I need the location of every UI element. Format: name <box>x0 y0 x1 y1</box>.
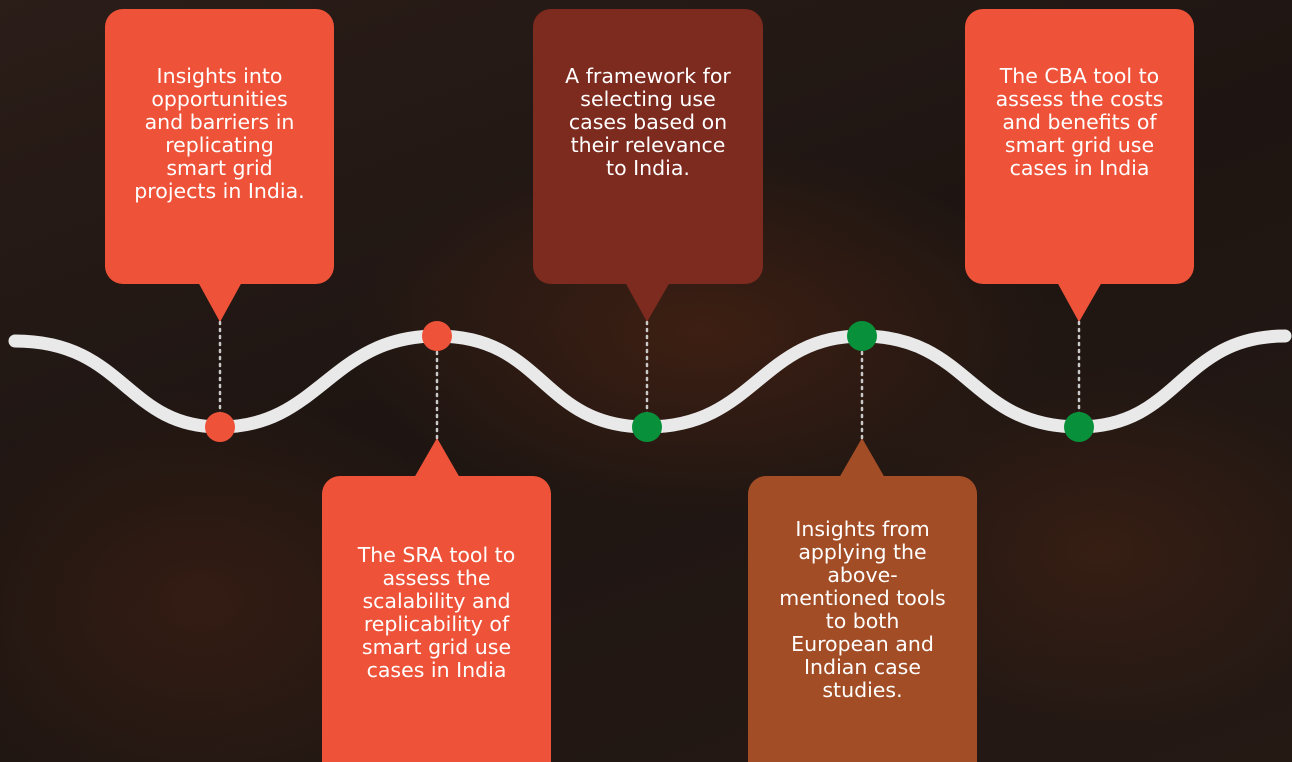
marker-1-dot <box>205 412 235 442</box>
callout-2: The SRA tool to assess the scalability a… <box>322 476 551 762</box>
callout-5-pointer <box>1057 282 1102 322</box>
callout-2-pointer <box>414 438 460 478</box>
callout-4: Insights from applying the above-mention… <box>748 476 977 762</box>
marker-2-dot <box>422 321 452 351</box>
callout-1-pointer <box>198 282 242 322</box>
callout-5: The CBA tool to assess the costs and ben… <box>965 9 1194 284</box>
callout-1: Insights into opportunities and barriers… <box>105 9 334 284</box>
marker-3-dot <box>632 412 662 442</box>
marker-5-dot <box>1064 412 1094 442</box>
callout-1-text: Insights into opportunities and barriers… <box>134 64 305 203</box>
callout-5-text: The CBA tool to assess the costs and ben… <box>995 64 1164 180</box>
callout-4-pointer <box>839 438 885 478</box>
callout-4-text: Insights from applying the above-mention… <box>779 517 946 702</box>
callout-3-text: A framework for selecting use cases base… <box>565 64 731 180</box>
callout-3-pointer <box>625 282 670 322</box>
callout-2-text: The SRA tool to assess the scalability a… <box>357 543 516 682</box>
marker-4-dot <box>847 321 877 351</box>
callout-3: A framework for selecting use cases base… <box>533 9 763 284</box>
